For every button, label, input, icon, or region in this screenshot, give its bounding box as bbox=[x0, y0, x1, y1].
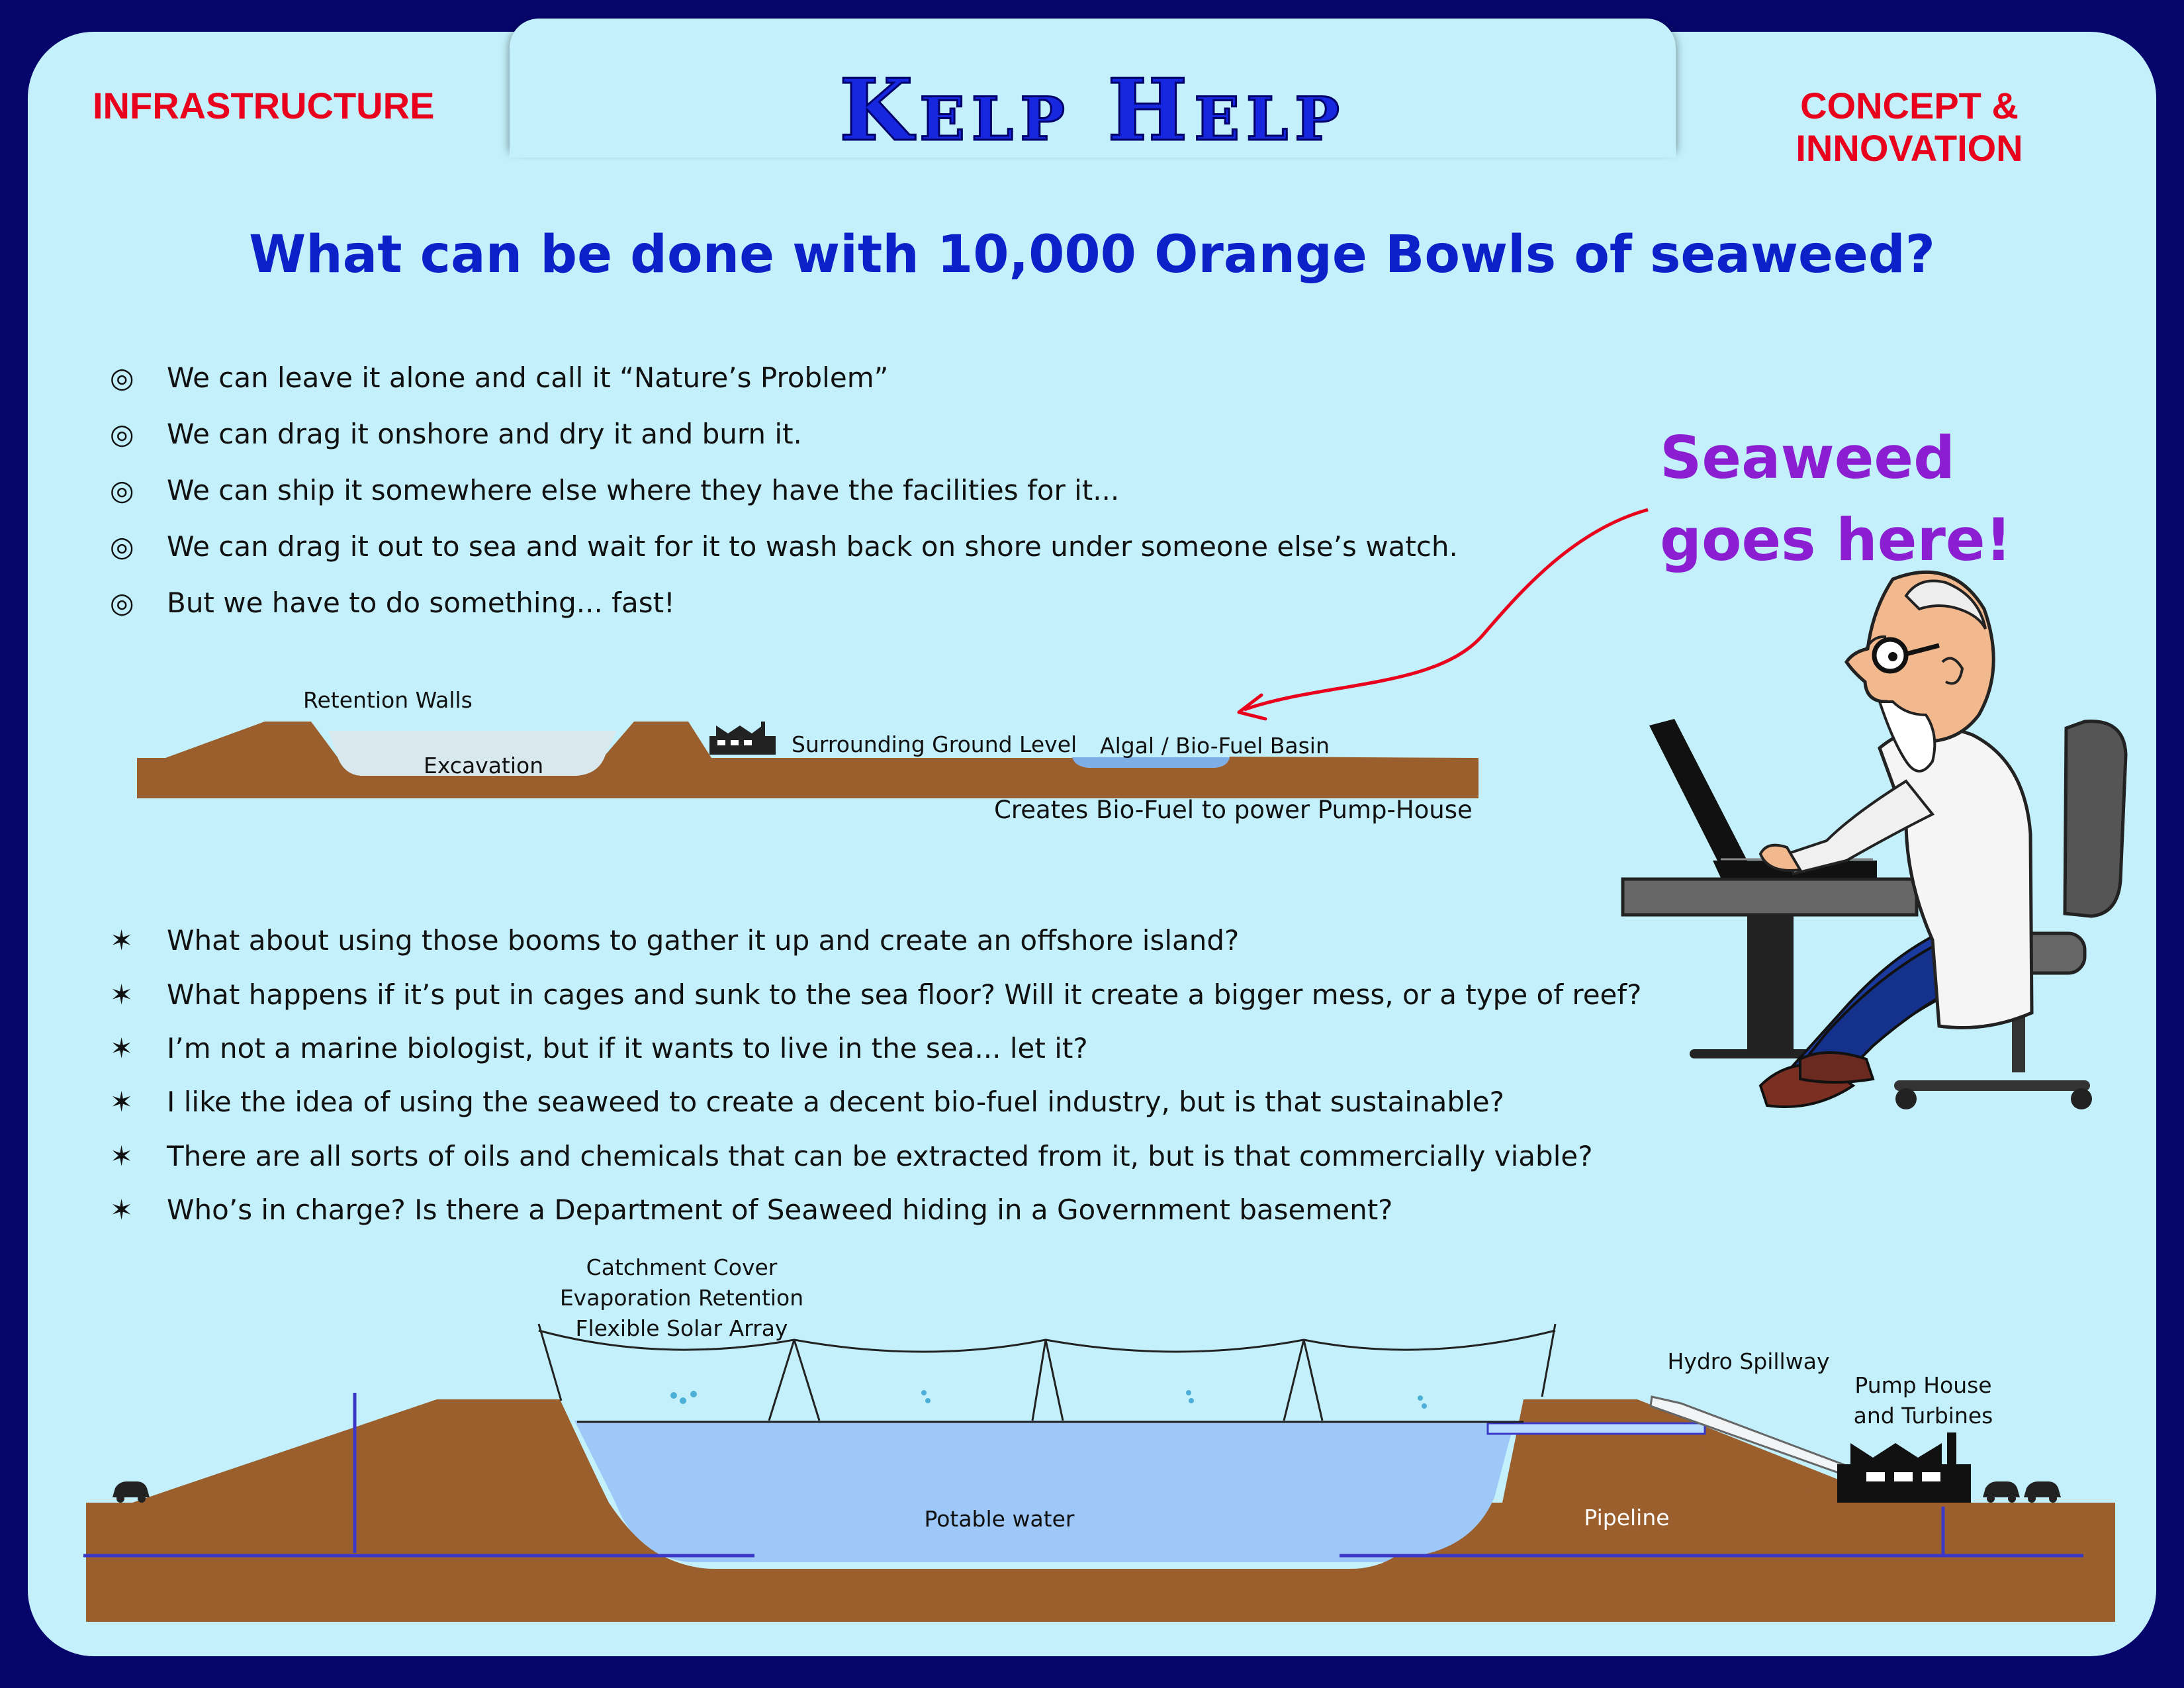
concept-innovation-label: CONCEPT & INNOVATION bbox=[1774, 85, 2045, 169]
option-text: We can drag it onshore and dry it and bu… bbox=[167, 418, 802, 450]
infrastructure-label: INFRASTRUCTURE bbox=[93, 85, 435, 126]
question-text: What about using those booms to gather i… bbox=[167, 924, 1240, 957]
page-subtitle: What can be done with 10,000 Orange Bowl… bbox=[249, 225, 1935, 285]
beard bbox=[1878, 700, 1936, 773]
excavation-pit bbox=[328, 731, 617, 777]
hand bbox=[1758, 843, 1803, 872]
option-text: But we have to do something... fast! bbox=[167, 586, 675, 619]
laptop-screen bbox=[1649, 719, 1747, 867]
title-tab bbox=[510, 19, 1676, 158]
question-text: There are all sorts of oils and chemical… bbox=[167, 1140, 1593, 1172]
desk bbox=[1621, 877, 1919, 917]
cover-label-line2: Evaporation Retention bbox=[560, 1285, 803, 1311]
callout-arrow bbox=[1237, 508, 1649, 721]
hydro-spillway-label: Hydro Spillway bbox=[1668, 1348, 1830, 1374]
callout-line1: Seaweed bbox=[1660, 424, 1956, 492]
car-icon bbox=[1983, 1481, 2020, 1503]
star-bullet-icon: ✶ bbox=[110, 978, 134, 1011]
water-droplets bbox=[670, 1390, 1427, 1409]
target-bullet-icon: ◎ bbox=[110, 586, 134, 619]
ear bbox=[1941, 657, 1964, 685]
option-text: We can leave it alone and call it “Natur… bbox=[167, 361, 889, 394]
star-bullet-icon: ✶ bbox=[110, 924, 134, 957]
scientist-illustration bbox=[1621, 570, 2128, 1109]
pipeline-label: Pipeline bbox=[1584, 1505, 1669, 1530]
pump-house-icon bbox=[1837, 1432, 1971, 1503]
spillway-channel bbox=[1486, 1422, 1706, 1435]
target-bullet-icon: ◎ bbox=[110, 361, 134, 394]
bio-fuel-caption: Creates Bio-Fuel to power Pump-House bbox=[994, 796, 1473, 824]
chair-back bbox=[2063, 720, 2128, 918]
target-bullet-icon: ◎ bbox=[110, 530, 134, 563]
option-text: We can ship it somewhere else where they… bbox=[167, 474, 1120, 506]
target-bullet-icon: ◎ bbox=[110, 418, 134, 450]
pump-house-label-line2: and Turbines bbox=[1854, 1403, 1993, 1429]
earth-section bbox=[137, 722, 1479, 798]
cover-label-line3: Flexible Solar Array bbox=[576, 1315, 788, 1341]
target-bullet-icon: ◎ bbox=[110, 474, 134, 506]
pump-house-label-line1: Pump House bbox=[1854, 1372, 1991, 1398]
seaweed-callout: Seaweed goes here! bbox=[1660, 417, 2012, 581]
factory-icon bbox=[709, 722, 776, 755]
callout-line2: goes here! bbox=[1660, 506, 2012, 574]
star-bullet-icon: ✶ bbox=[110, 1194, 134, 1226]
basin-diagram: Retention Walls Excavation Surrounding G… bbox=[137, 687, 1479, 824]
question-text: I like the idea of using the seaweed to … bbox=[167, 1086, 1504, 1118]
potable-water-label: Potable water bbox=[924, 1506, 1074, 1532]
earth-cross-section bbox=[86, 1399, 2115, 1622]
car-icon bbox=[113, 1481, 150, 1503]
star-bullet-icon: ✶ bbox=[110, 1032, 134, 1064]
question-text: Who’s in charge? Is there a Department o… bbox=[167, 1194, 1393, 1226]
concept-label-line1: CONCEPT & bbox=[1800, 85, 2019, 126]
car-icon bbox=[2024, 1481, 2061, 1503]
page-title: Kelp Help bbox=[839, 60, 1346, 162]
option-text: We can drag it out to sea and wait for i… bbox=[167, 530, 1458, 563]
excavation-label: Excavation bbox=[424, 753, 543, 778]
question-text: What happens if it’s put in cages and su… bbox=[167, 978, 1642, 1011]
retention-walls-label: Retention Walls bbox=[303, 687, 473, 713]
concept-label-line2: INNOVATION bbox=[1796, 127, 2023, 169]
cover-label-line1: Catchment Cover bbox=[586, 1254, 778, 1280]
question-text: I’m not a marine biologist, but if it wa… bbox=[167, 1032, 1088, 1064]
bio-fuel-basin bbox=[1072, 757, 1230, 768]
ground-level-label: Surrounding Ground Level bbox=[792, 731, 1077, 757]
star-bullet-icon: ✶ bbox=[110, 1140, 134, 1172]
basin-label: Algal / Bio-Fuel Basin bbox=[1100, 733, 1330, 759]
reservoir-diagram: Catchment Cover Evaporation Retention Fl… bbox=[83, 1254, 2115, 1622]
star-bullet-icon: ✶ bbox=[110, 1086, 134, 1118]
content-panel bbox=[28, 32, 2156, 1656]
